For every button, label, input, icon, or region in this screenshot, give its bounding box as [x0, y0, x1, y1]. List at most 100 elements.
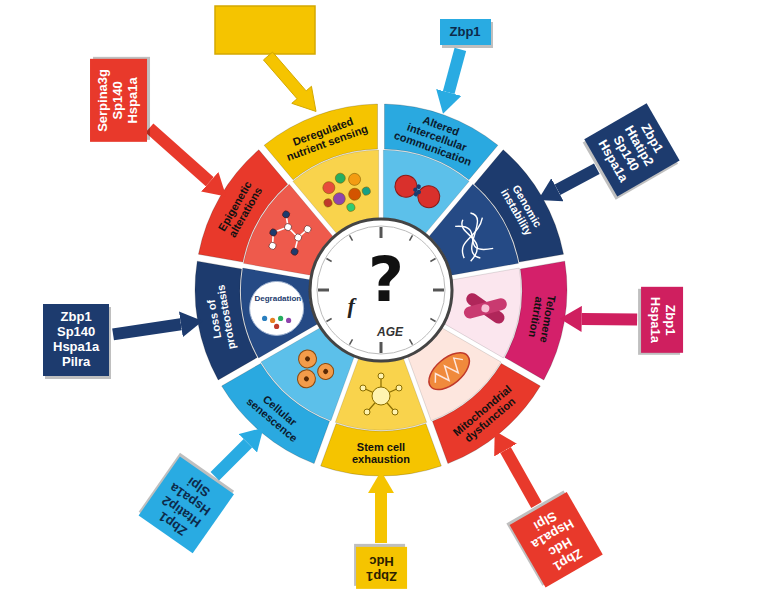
cell-nucleus — [304, 355, 311, 362]
sector-icon — [391, 172, 443, 211]
empty-box-arrow — [263, 52, 316, 111]
hallmark-label: Stem cell exhaustion — [337, 439, 425, 467]
molecule-atom — [293, 233, 303, 243]
sector-icon — [316, 165, 375, 219]
block-arrow — [375, 493, 387, 543]
dna-strand — [451, 220, 483, 262]
gene-name: Sp140 — [110, 68, 125, 131]
gene-name: Pilra — [53, 355, 99, 370]
clock-tick — [430, 259, 435, 262]
gene-name: Zbp1 — [662, 297, 677, 343]
gene-name: Hspa1a — [647, 297, 662, 343]
gene-box: Zbp1 — [440, 19, 491, 46]
sector-icon — [446, 209, 499, 265]
degradation-panel — [250, 281, 304, 335]
gene-name: Serpina3g — [96, 68, 111, 131]
logo-letter: f — [348, 295, 355, 317]
senescent-cell — [314, 360, 337, 383]
icon-caption: Degradation — [255, 295, 302, 303]
clock-tick — [350, 339, 353, 344]
block-arrow — [582, 313, 637, 326]
cell-icon — [415, 183, 443, 211]
sector-icon — [360, 373, 402, 415]
cell-icon — [396, 385, 402, 391]
block-arrow — [113, 324, 181, 334]
mitochondrion — [422, 346, 475, 397]
gene-name: Hspa1a — [53, 340, 99, 355]
dna-strand — [451, 218, 495, 259]
molecule-atom — [268, 241, 278, 251]
food-item — [334, 172, 347, 185]
dna-strand — [455, 215, 493, 259]
clock-ring — [317, 226, 445, 354]
cell-icon — [392, 409, 398, 415]
cell-icon — [360, 385, 366, 391]
clock-tick — [430, 319, 435, 322]
food-item — [347, 172, 362, 187]
protein-dot — [270, 318, 275, 323]
protein-dot — [286, 318, 291, 323]
gene-name: Zbp1 — [450, 25, 481, 40]
gene-name: Hdc — [366, 553, 397, 568]
cell-nucleus — [303, 375, 310, 382]
clock-tick — [433, 289, 444, 292]
hallmark-band — [474, 150, 563, 262]
question-mark: ? — [368, 249, 404, 311]
hallmark-band — [385, 104, 498, 180]
hallmark-wheel — [195, 104, 567, 476]
food-item — [323, 198, 333, 208]
gene-name: Hspa1a — [125, 68, 140, 131]
senescent-cell — [294, 366, 319, 391]
block-arrow — [149, 128, 209, 182]
molecule-atom — [281, 210, 291, 220]
sector-icon — [461, 290, 510, 327]
hallmark-band — [321, 424, 442, 476]
clock-tick — [380, 342, 383, 353]
clock-tick — [410, 235, 413, 240]
molecule-atom — [303, 224, 313, 234]
gene-box: Zbp1Hdc — [356, 547, 407, 589]
molecule-atom — [283, 222, 293, 232]
signal-dot — [416, 189, 422, 195]
protein-dot — [262, 316, 267, 321]
dna-strand — [455, 211, 496, 260]
clock-tick — [380, 227, 383, 238]
block-arrow — [215, 443, 248, 476]
gene-name: Zbp1 — [366, 568, 397, 583]
empty-gene-box — [215, 6, 315, 54]
protein-dot — [278, 316, 283, 321]
hallmark-band — [264, 104, 377, 180]
chromosome-arm — [463, 297, 509, 320]
molecule-atom — [269, 228, 279, 238]
food-item — [346, 202, 356, 212]
clock-tick — [326, 319, 331, 322]
gene-name: Zbp1 — [53, 310, 99, 325]
food-item — [361, 186, 371, 196]
hallmark-name: Stem cell exhaustion — [337, 441, 425, 465]
cell-icon — [392, 172, 420, 200]
protein-dot — [274, 324, 279, 329]
block-arrow — [449, 49, 461, 92]
clock-face — [310, 219, 452, 361]
molecule-atom — [290, 247, 300, 257]
food-item — [321, 180, 336, 195]
gene-name: Sp140 — [53, 325, 99, 340]
clock-tick — [410, 339, 413, 344]
food-item — [332, 191, 347, 206]
food-item — [347, 187, 362, 202]
age-label: AGE — [377, 326, 403, 338]
stem-cell — [372, 387, 390, 405]
hallmark-band — [195, 261, 257, 380]
hallmark-band — [198, 150, 287, 262]
gene-box: Zbp1Hspa1a — [641, 287, 683, 353]
gene-box: Zbp1HdcHspa1aSlpi — [510, 492, 603, 587]
centromere — [481, 304, 490, 313]
cell-icon — [364, 409, 370, 415]
block-arrow — [557, 169, 596, 190]
clock-tick — [350, 235, 353, 240]
sector-icon — [285, 345, 337, 397]
hallmark-band — [505, 261, 567, 380]
block-arrow — [506, 450, 537, 505]
clock-tick — [326, 259, 331, 262]
